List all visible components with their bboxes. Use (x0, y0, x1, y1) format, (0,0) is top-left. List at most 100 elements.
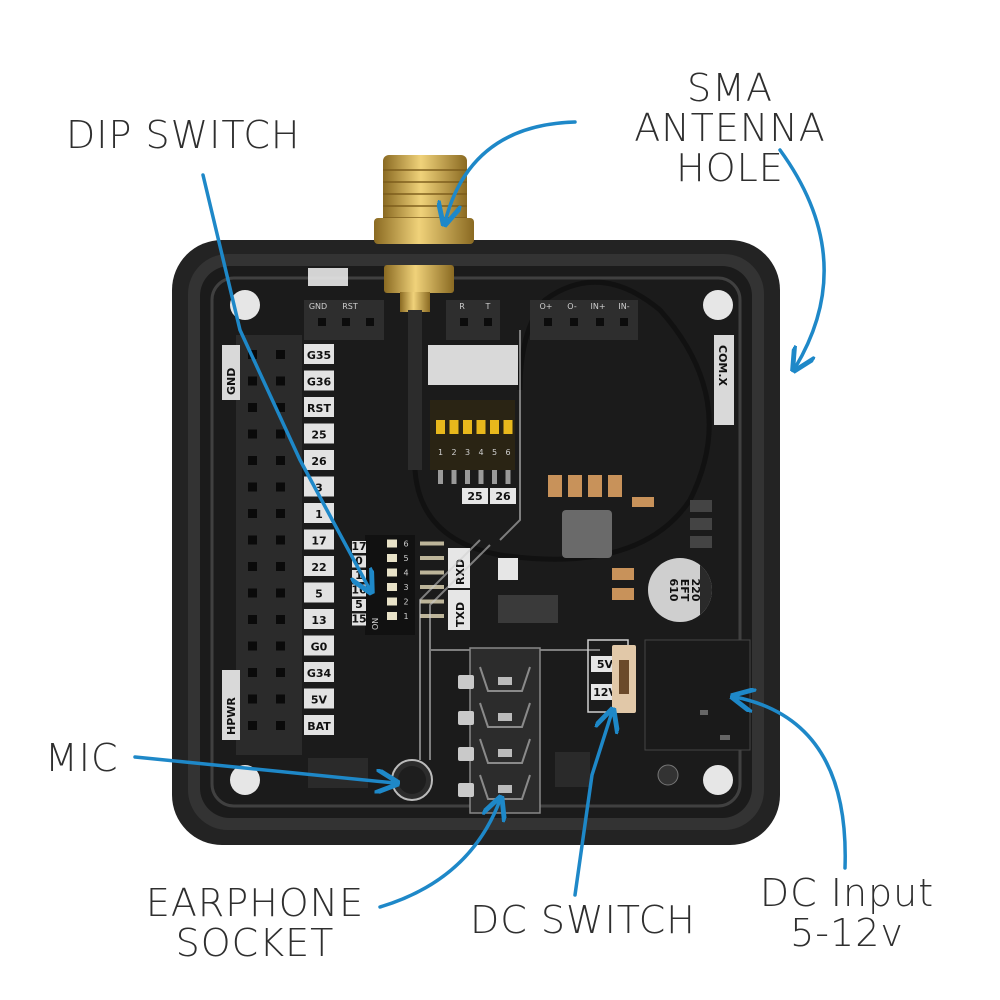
gpio-label: G34 (307, 667, 332, 680)
dip2-lead (505, 470, 511, 484)
dip1-toggle[interactable] (387, 583, 397, 591)
dip1-lead (420, 599, 444, 604)
dip2-toggle[interactable] (463, 420, 472, 434)
gpio-label-bg (304, 423, 334, 444)
dip1-toggle[interactable] (387, 597, 397, 606)
gpio-label-bg (304, 688, 334, 709)
header-pin (276, 562, 285, 571)
header-pin (248, 694, 257, 704)
dip2-lead (492, 470, 497, 484)
electrolytic-capacitor (648, 558, 712, 622)
side-labels: GND HPWR (222, 345, 240, 740)
header-pin (248, 535, 257, 545)
pcb-traces (419, 330, 600, 760)
callout-earphone-socket: EARPHONE SOCKET (120, 883, 390, 963)
dip1-toggle[interactable] (387, 612, 397, 620)
dc-switch: 5V 12V (587, 639, 636, 713)
gpio-label-bg (304, 450, 334, 470)
callout-dc-input-line1: DC Input (759, 871, 935, 915)
header-pin (276, 350, 285, 359)
dip2-number: 1 (438, 448, 443, 457)
gpio-label-bg (304, 529, 334, 550)
header-pin (248, 721, 257, 730)
socket-contact (458, 747, 474, 761)
header-pin (276, 535, 285, 545)
dip1-pin-label: 0 (355, 555, 363, 568)
socket-contact (458, 711, 474, 725)
gpio-label: G0 (311, 641, 328, 654)
gpio-label: BAT (307, 720, 331, 733)
header-pin (248, 615, 257, 624)
dip1-pin-label: 17 (351, 540, 366, 553)
dip2-lead (478, 470, 484, 484)
dip2-toggle[interactable] (449, 420, 459, 434)
callout-dip-switch: DIP SWITCH (66, 113, 301, 157)
dip2-number: 2 (451, 448, 456, 457)
gpio-label: 5 (315, 588, 323, 601)
gpio-label-bg (304, 397, 334, 417)
socket-contact (458, 675, 474, 689)
dip2-number: 4 (478, 448, 483, 457)
dip2-toggle[interactable] (490, 420, 499, 434)
dip1-pin-label-bg (352, 613, 366, 626)
dip1-pin-label-bg (352, 541, 366, 553)
gpio-label-bg (304, 556, 334, 576)
header-pin (276, 482, 285, 492)
callout-sma-line2: ANTENNA (634, 106, 826, 150)
socket-pad (498, 677, 512, 685)
callout-dc-input-line2: 5-12v (790, 911, 904, 955)
dip2-toggle[interactable] (476, 420, 486, 434)
header-pin (248, 482, 257, 492)
header-pin (276, 429, 285, 439)
dip1-pin-label: 5 (355, 598, 363, 611)
inductor-l1 (562, 510, 612, 558)
dip1-lead (420, 570, 444, 575)
dip1-number: 3 (403, 583, 408, 592)
dip2-label-26: 26 (495, 490, 511, 503)
dip1-number: 4 (403, 569, 408, 578)
header-pin (276, 456, 285, 465)
header-pin (248, 509, 257, 518)
dip1-toggle[interactable] (387, 554, 397, 562)
header-pin (248, 562, 257, 571)
dip1-number: 6 (403, 540, 408, 549)
arrow-dc-input (735, 697, 847, 870)
dip2-lead (451, 470, 457, 484)
gpio-label: 22 (311, 561, 326, 574)
earphone-socket (458, 647, 541, 814)
dc-switch-5v-label: 5V (597, 658, 614, 671)
dip2-toggle[interactable] (503, 420, 513, 434)
socket-spring (479, 702, 531, 728)
dip2-label-25: 25 (467, 490, 482, 503)
callout-dc-input: DC Input 5-12v (742, 873, 952, 953)
header-pin (248, 588, 257, 598)
top-header-label: T (485, 302, 491, 311)
top-header-label: IN+ (590, 302, 605, 311)
dip1-toggle[interactable] (387, 539, 397, 548)
socket-contact (458, 783, 474, 797)
left-pin-header (236, 335, 302, 755)
header-pin (276, 721, 285, 730)
gpio-label: G35 (307, 349, 331, 362)
gpio-label: RST (307, 402, 331, 415)
socket-spring (479, 666, 531, 692)
capacitor-marking: 610 (667, 579, 680, 602)
top-header-label: R (459, 302, 465, 311)
dip2-toggle[interactable] (436, 420, 445, 434)
dip1-lead (420, 541, 444, 546)
dip1-pin-label-bg (352, 599, 366, 611)
capacitor-marking: 220 (689, 579, 702, 602)
header-p2 (555, 752, 590, 787)
dip1-lead (420, 556, 444, 560)
gpio-label: 25 (311, 429, 326, 442)
capacitor-marking: EFT (678, 579, 691, 602)
gpio-label-bg (304, 662, 334, 682)
gpio-label-bg (304, 344, 334, 364)
mount-hole-bl (230, 765, 260, 795)
callout-earphone-line1: EARPHONE (145, 881, 365, 925)
gpio-label-bg (304, 715, 334, 735)
dip1-toggle[interactable] (387, 568, 397, 577)
